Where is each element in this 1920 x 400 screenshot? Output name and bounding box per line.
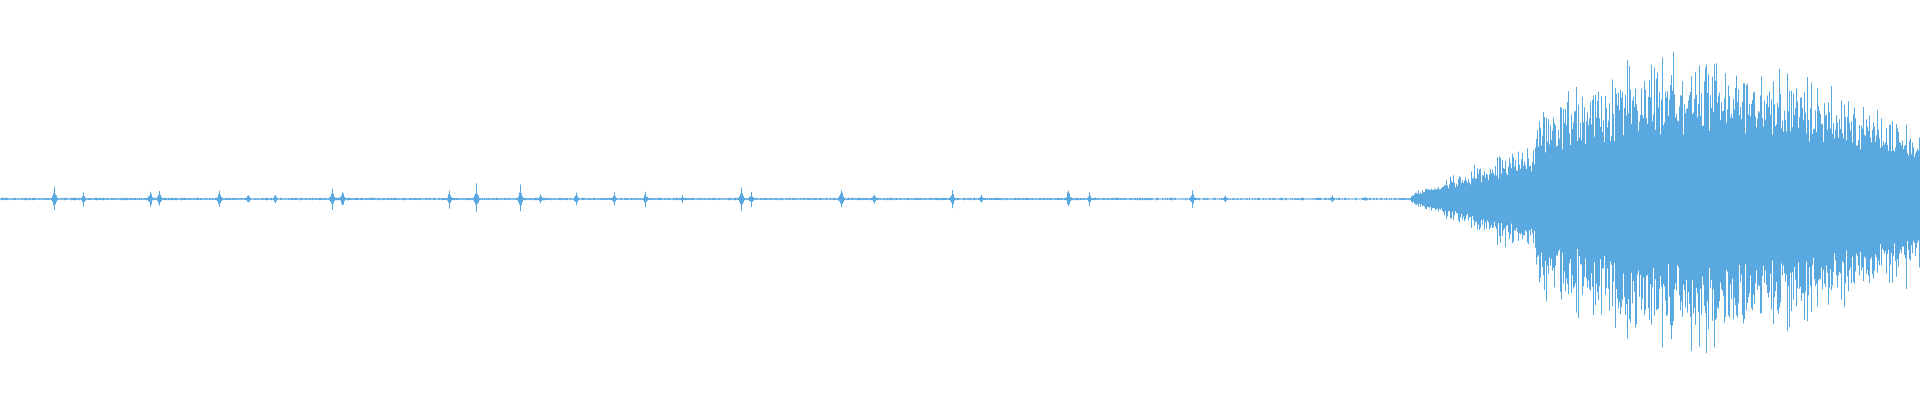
waveform-samples: [0, 52, 1920, 354]
